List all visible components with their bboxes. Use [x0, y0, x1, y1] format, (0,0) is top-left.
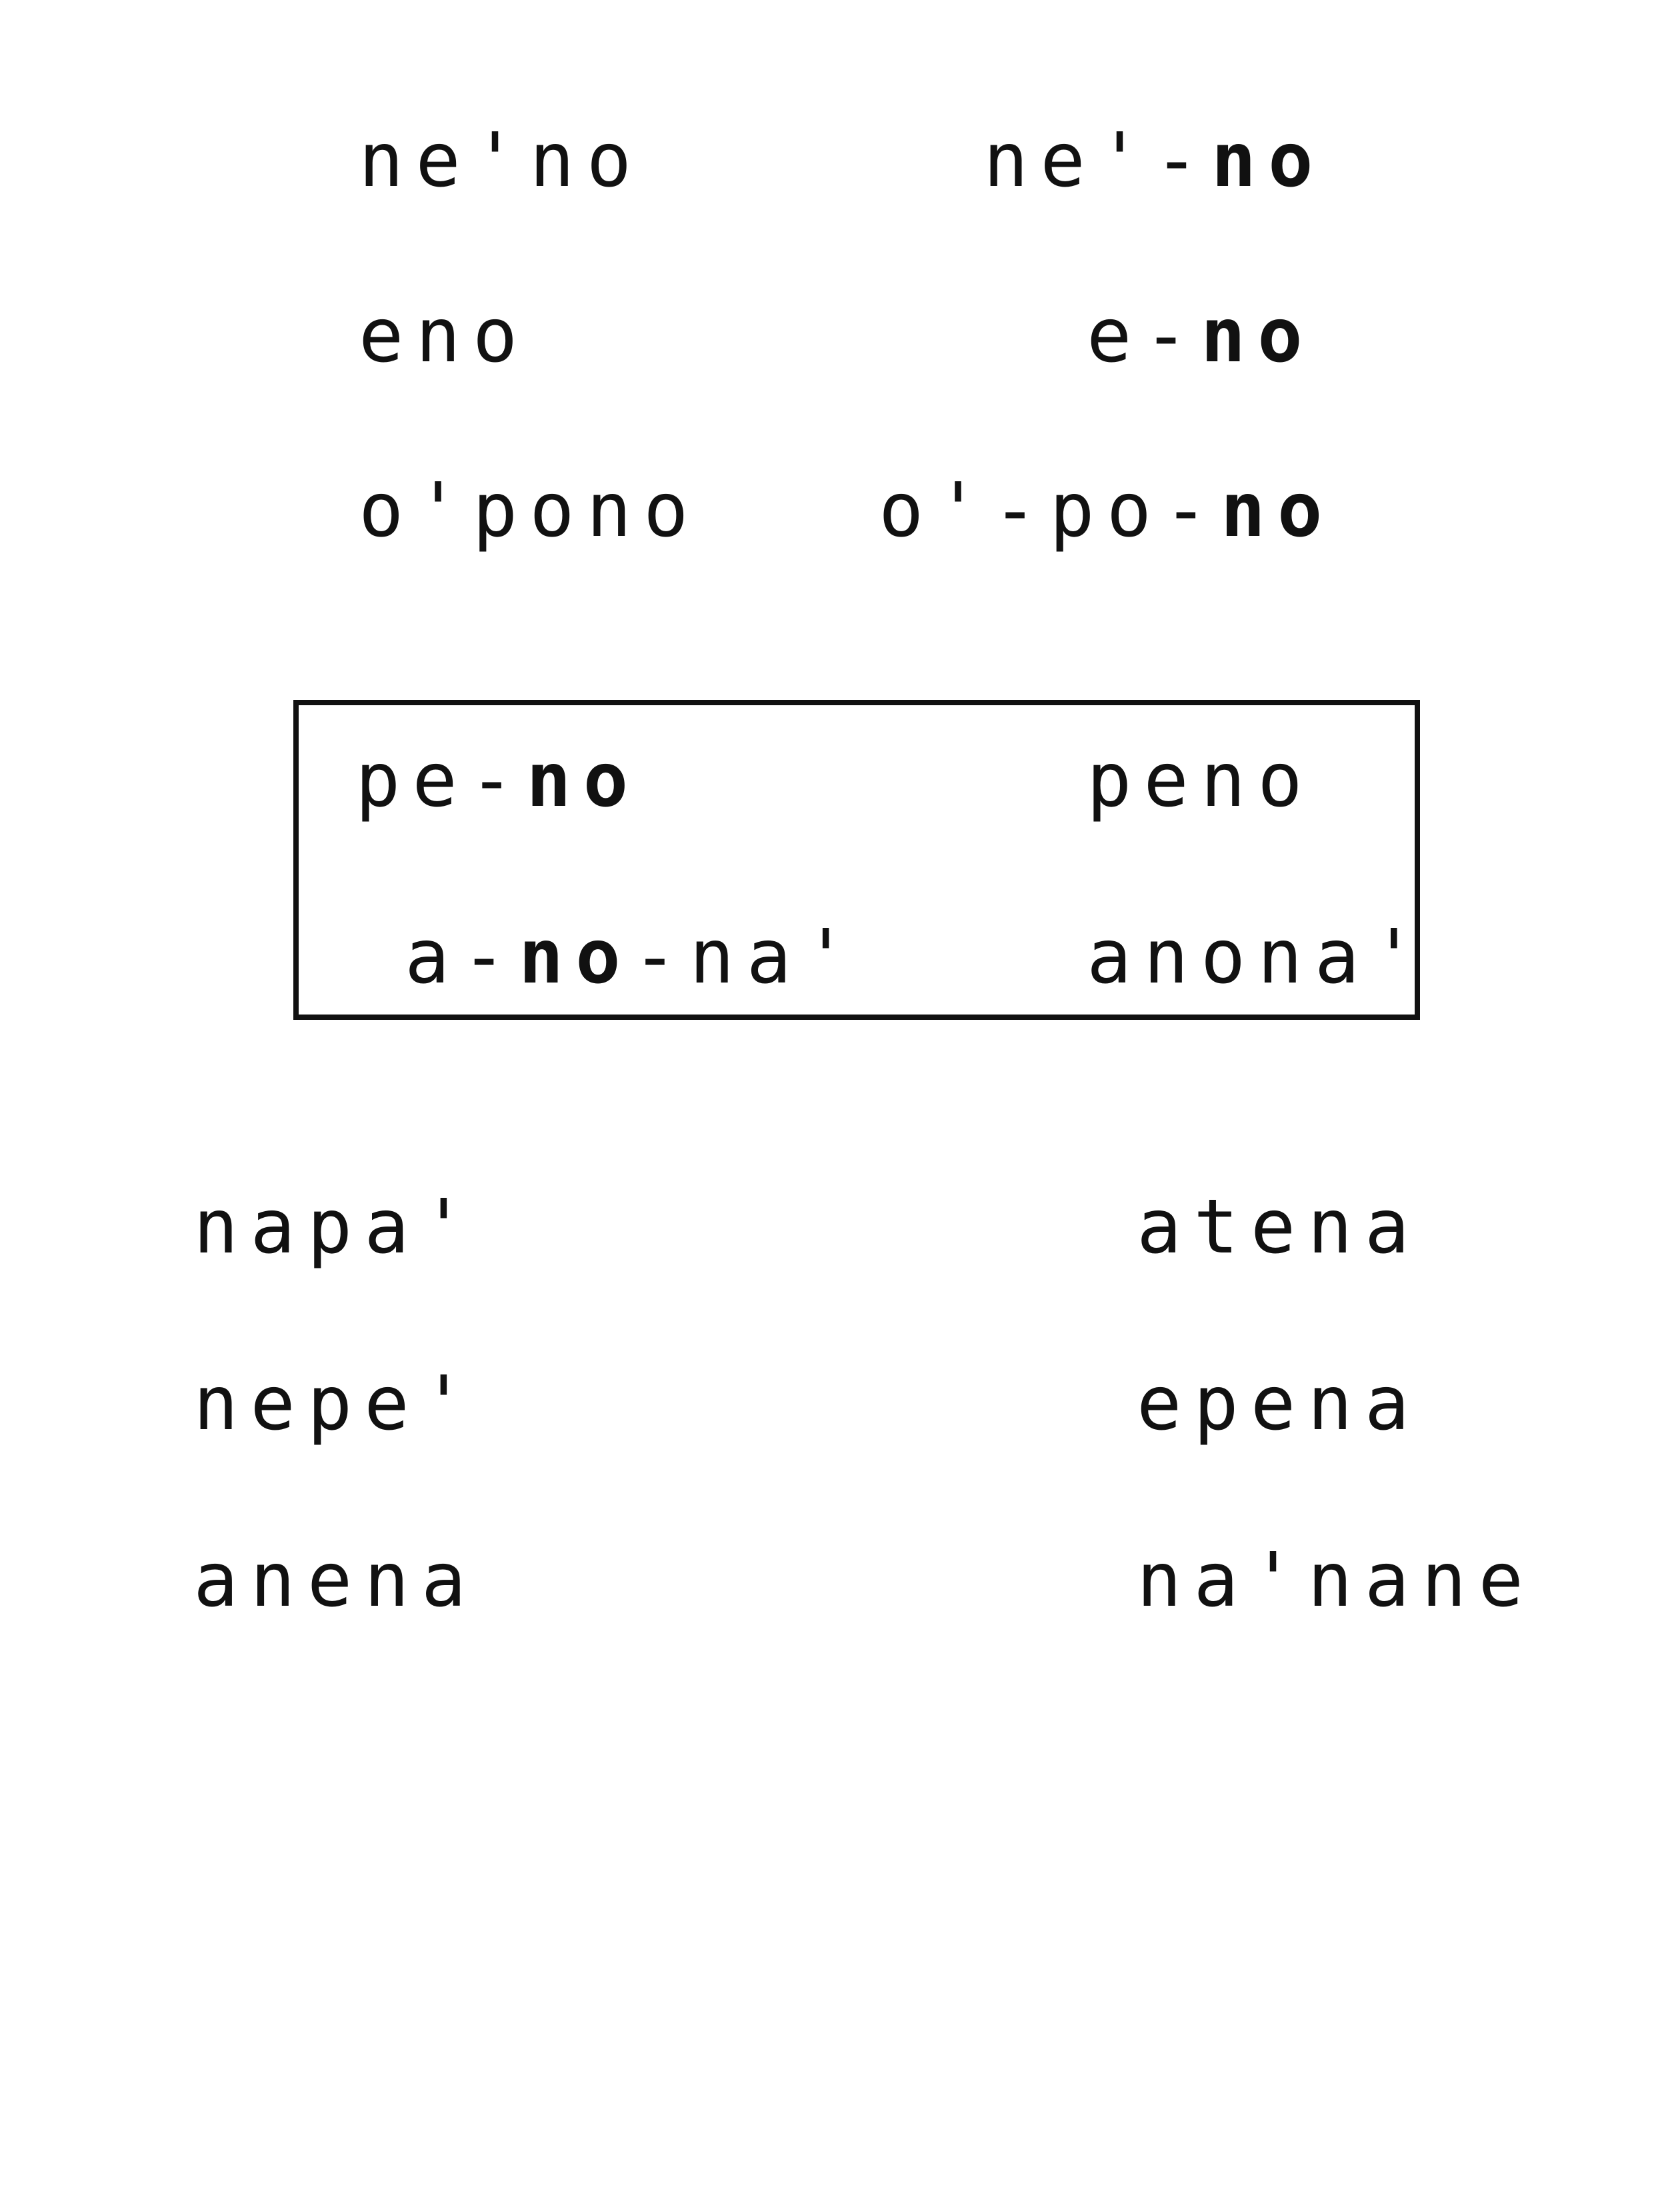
- box-left-syllables-2: a-no-na': [405, 920, 860, 995]
- syllable-bold: no: [1220, 467, 1335, 554]
- syllable-plain: -na': [632, 914, 861, 1001]
- box-right-word-2: anona': [1087, 914, 1429, 1001]
- syllable-plain: pe-: [355, 737, 527, 824]
- bottom-left-word-2: nepe': [193, 1360, 479, 1447]
- bottom-left-word-1: napa': [193, 1184, 479, 1270]
- syllable-plain: e-: [1087, 293, 1201, 379]
- syllable-bold: no: [1211, 117, 1325, 204]
- top-right-syllables-3: o'-po-no: [879, 473, 1334, 548]
- syllable-plain: ne'-: [983, 117, 1211, 204]
- top-right-syllables-2: e-no: [1087, 299, 1315, 373]
- top-left-word-2: eno: [359, 293, 530, 379]
- box-right-word-1: peno: [1087, 737, 1315, 824]
- top-left-word-3: o'pono: [359, 467, 701, 554]
- syllable-bold: no: [518, 914, 633, 1001]
- top-right-syllables-1: ne'-no: [983, 123, 1325, 198]
- bottom-right-word-3: na'nane: [1137, 1537, 1536, 1624]
- box-left-syllables-1: pe-no: [355, 743, 640, 818]
- syllable-bold: no: [1200, 293, 1315, 379]
- syllable-plain: o'-po-: [879, 467, 1221, 554]
- top-left-word-1: ne'no: [359, 117, 644, 204]
- syllable-bold: no: [526, 737, 641, 824]
- highlight-box: [293, 700, 1420, 1020]
- bottom-right-word-2: epena: [1137, 1360, 1422, 1447]
- bottom-left-word-3: anena: [193, 1537, 479, 1624]
- bottom-right-word-1: atena: [1137, 1184, 1422, 1270]
- syllable-plain: a-: [405, 914, 519, 1001]
